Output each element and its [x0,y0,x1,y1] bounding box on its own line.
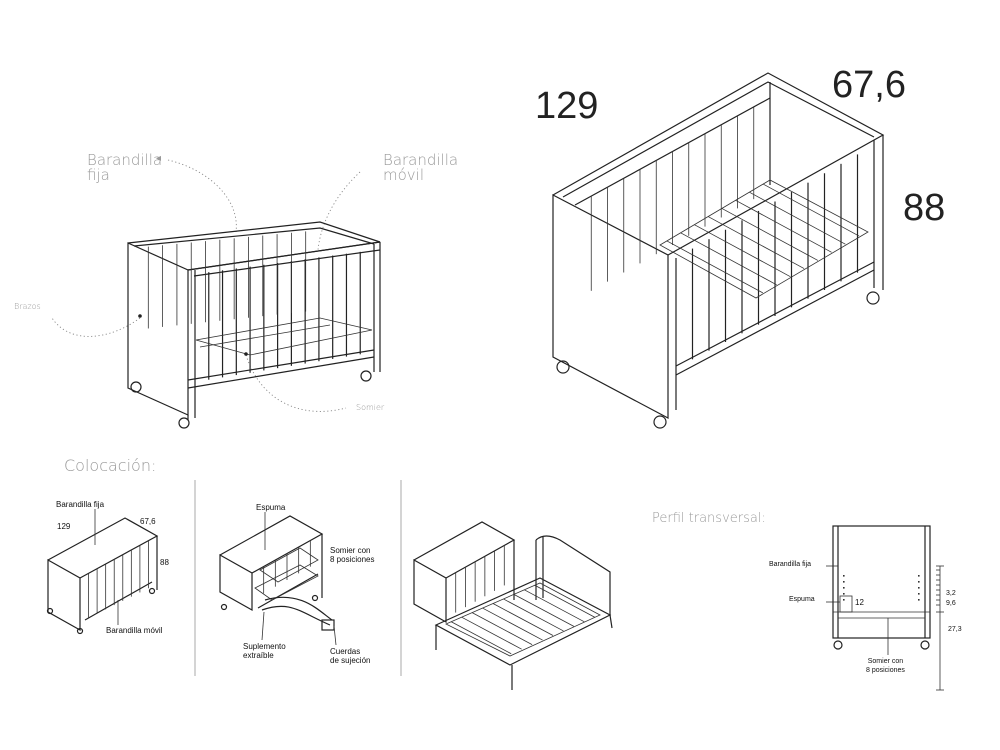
p1-length: 129 [57,522,71,531]
slat [534,584,595,618]
p1-fixed-rail: Barandilla fija [56,500,105,509]
position-mark [918,593,920,595]
slat [707,216,805,269]
slat [524,589,585,623]
position-mark [918,581,920,583]
slat [762,183,860,237]
slat [735,199,832,253]
p1-height: 88 [160,558,169,567]
slat [513,594,575,627]
p2-extension: Suplemento extraíble [243,642,286,660]
dimension-height: 88 [903,187,946,229]
position-mark [918,575,920,577]
slat [680,232,777,286]
slat [749,191,846,245]
slat [471,612,533,645]
label-base: Somier [356,403,385,412]
p2-straps: Cuerdas de sujeción [330,647,371,665]
label-movable-rail: Barandilla móvil [383,151,459,184]
profile-spacing: 9,6 [946,600,956,607]
profile-step: 3,2 [946,590,956,597]
profile-height: 27,3 [948,626,962,633]
position-mark [843,575,845,577]
slat [666,240,764,294]
position-mark [843,599,845,601]
position-mark [843,587,845,589]
profile-title: Perfil transversal: [652,511,766,526]
slat [482,607,543,641]
placement-title: Colocación: [64,456,157,475]
profile-foam: Espuma [789,596,815,603]
arrow-left-icon: ◂ [156,153,162,164]
profile-base: Somier con 8 posiciones [866,658,905,674]
slat [492,603,554,636]
dimension-length: 129 [535,85,599,127]
p2-base: Somier con 8 posiciones [330,546,375,564]
position-mark [918,587,920,589]
profile-foam-thickness: 12 [855,598,864,607]
p1-width: 67,6 [140,517,156,526]
p1-movable-rail: Barandilla móvil [106,626,163,635]
position-mark [918,599,920,601]
dimension-width: 67,6 [832,64,906,106]
position-mark [843,581,845,583]
p2-foam: Espuma [256,503,286,512]
label-fixed-rail: Barandilla fija [87,151,163,184]
slat [451,621,512,655]
slat [694,224,791,278]
slat [461,616,522,650]
profile-fixed-rail: Barandilla fija [769,561,812,568]
slat [503,598,564,632]
label-arms: Brazos [14,302,41,311]
position-mark [843,593,845,595]
slat [721,208,819,261]
